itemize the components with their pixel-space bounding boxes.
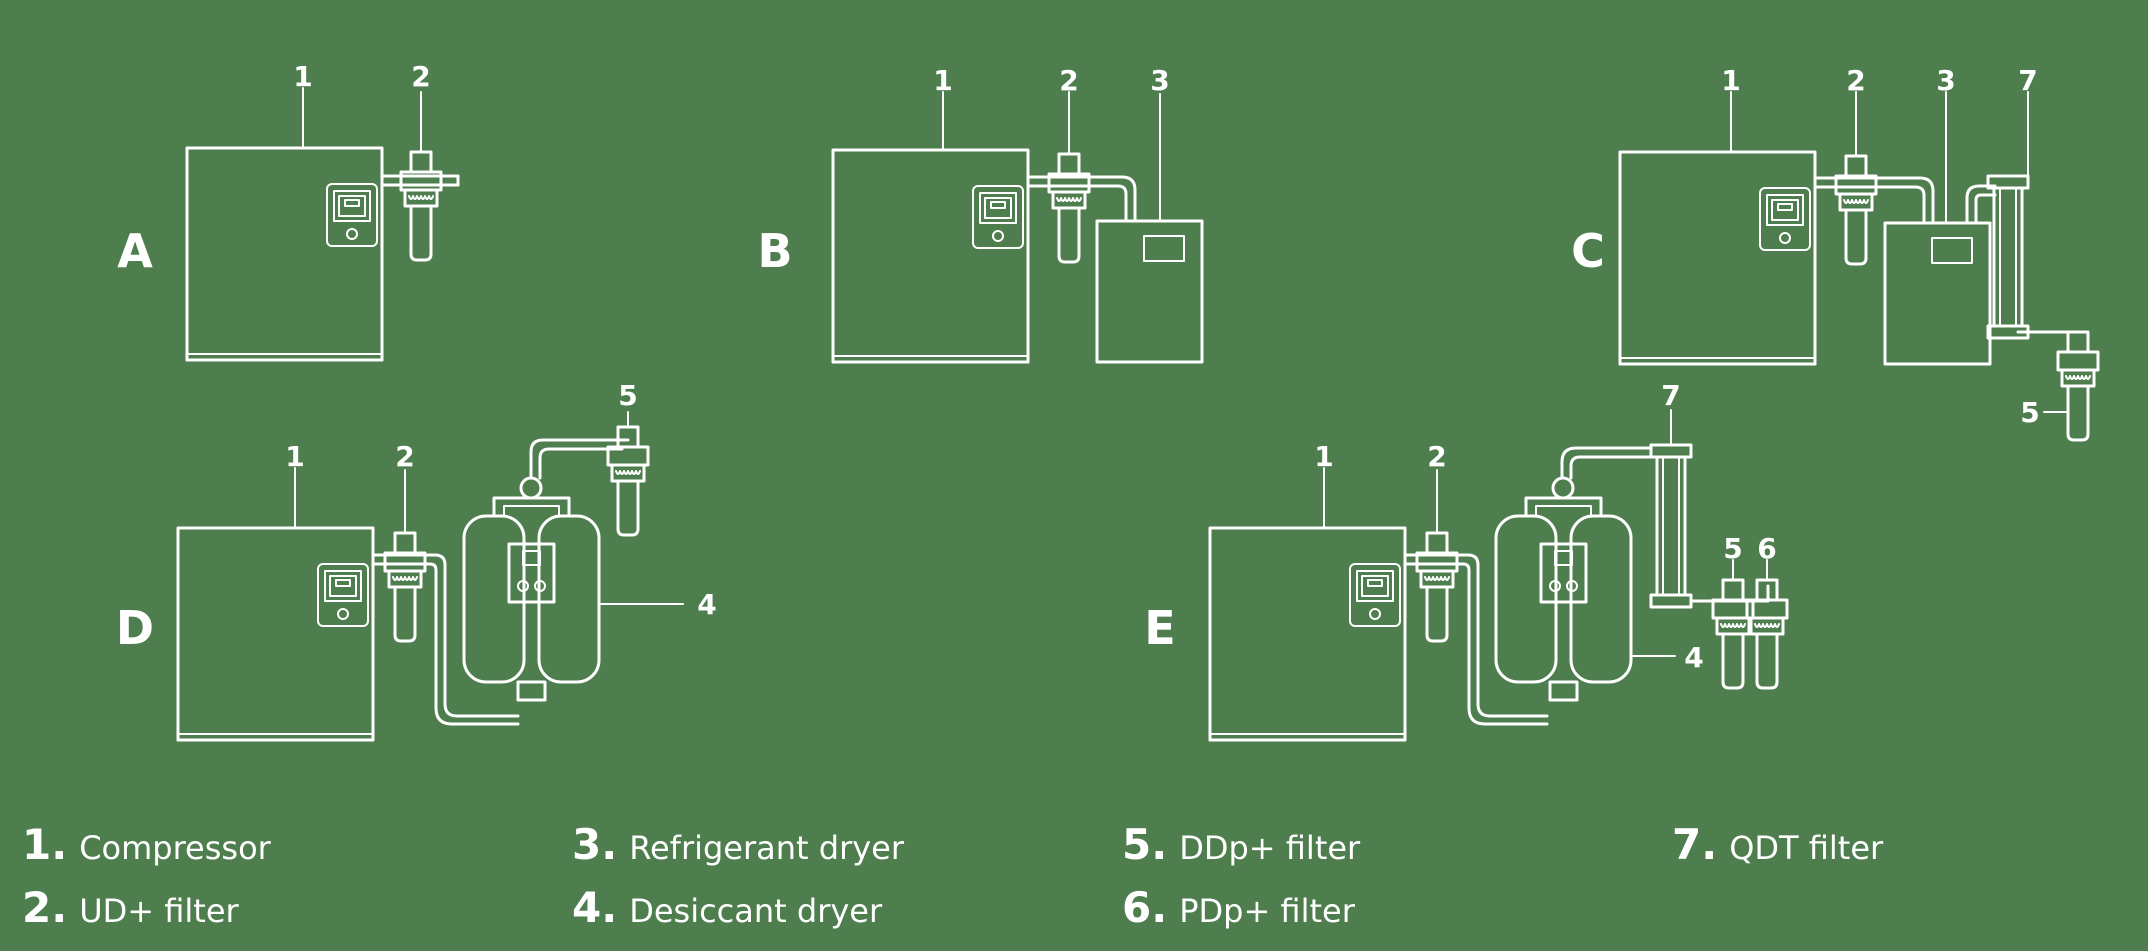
pipe	[2016, 330, 2070, 352]
callout-number: 2	[1846, 64, 1865, 97]
callout-number: 1	[1314, 440, 1333, 473]
callout-number: 6	[1757, 532, 1776, 565]
qdt-filter-unit	[1649, 443, 1693, 609]
pipe	[529, 438, 630, 480]
legend-item-compressor: 1. Compressor	[22, 820, 271, 869]
refrigerant-dryer-unit	[1883, 221, 1992, 366]
configuration-letter: D	[116, 601, 154, 655]
legend-column-4: 7. QDT filter	[1672, 820, 1883, 869]
callout-number: 4	[697, 588, 716, 621]
legend-number: 2.	[22, 883, 68, 932]
pipe	[1813, 185, 1926, 225]
callout-number: 3	[1150, 64, 1169, 97]
desiccant-dryer-unit	[1494, 476, 1633, 702]
filter-unit	[1047, 152, 1091, 264]
legend-column-2: 3. Refrigerant dryer 4. Desiccant dryer	[572, 820, 904, 932]
legend-item-pdp-filter: 6. PDp+ filter	[1122, 883, 1360, 932]
filter-unit	[606, 425, 650, 537]
callout-number: 2	[411, 60, 430, 93]
filter-unit	[1415, 531, 1459, 643]
legend-item-ddp-filter: 5. DDp+ filter	[1122, 820, 1360, 869]
pipe	[1026, 184, 1128, 223]
filter-unit	[1711, 578, 1755, 690]
pipe	[1974, 193, 1997, 225]
configuration-c: 1 2 3 7 5 C	[1571, 64, 2100, 442]
legend-label: PDp+ filter	[1179, 892, 1355, 930]
compressor-unit	[185, 146, 384, 362]
configuration-letter: B	[757, 224, 792, 278]
desiccant-dryer-unit	[462, 476, 601, 702]
pipe	[1403, 553, 1549, 718]
pipe	[1569, 455, 1653, 480]
callout-number: 1	[293, 60, 312, 93]
callout-number: 2	[395, 440, 414, 473]
legend-label: Compressor	[79, 829, 271, 867]
legend-number: 6.	[1122, 883, 1168, 932]
compressor-unit	[176, 526, 375, 742]
configuration-letter: E	[1144, 601, 1175, 655]
configuration-letter: C	[1571, 224, 1605, 278]
legend-number: 7.	[1672, 820, 1718, 869]
filter-unit	[2056, 330, 2100, 442]
compressor-unit	[1618, 150, 1817, 366]
pipe	[1026, 175, 1137, 223]
filter-unit	[1834, 154, 1878, 266]
callout-number: 1	[933, 64, 952, 97]
qdt-filter-unit	[1986, 174, 2030, 340]
legend-number: 1.	[22, 820, 68, 869]
legend-label: DDp+ filter	[1179, 829, 1361, 867]
callout-number: 2	[1427, 440, 1446, 473]
refrigerant-dryer-unit	[1095, 219, 1204, 364]
callout-number: 5	[1723, 532, 1742, 565]
legend-number: 5.	[1122, 820, 1168, 869]
legend-column-1: 1. Compressor 2. UD+ filter	[22, 820, 271, 932]
legend-label: Desiccant dryer	[629, 892, 883, 930]
pipe	[538, 447, 624, 480]
pipe	[371, 553, 520, 718]
legend-item-desiccant-dryer: 4. Desiccant dryer	[572, 883, 904, 932]
pipe	[1965, 184, 1997, 225]
filter-unit	[383, 531, 427, 643]
legend-label: Refrigerant dryer	[629, 829, 904, 867]
callout-number: 1	[1721, 64, 1740, 97]
compressor-unit	[1208, 526, 1407, 742]
configuration-letter: A	[117, 224, 153, 278]
pipe	[1813, 176, 1935, 225]
callout-number: 2	[1059, 64, 1078, 97]
callout-number: 7	[2018, 64, 2037, 97]
legend-column-3: 5. DDp+ filter 6. PDp+ filter	[1122, 820, 1360, 932]
pipe	[1560, 446, 1653, 480]
callout-number: 7	[1661, 379, 1680, 412]
callout-number: 3	[1936, 64, 1955, 97]
legend-item-qdt-filter: 7. QDT filter	[1672, 820, 1883, 869]
configuration-d: 1 2 5 4 D	[116, 379, 717, 742]
pipe	[1403, 562, 1549, 726]
filter-unit	[399, 150, 443, 262]
callout-number: 1	[285, 440, 304, 473]
legend-number: 4.	[572, 883, 618, 932]
configuration-a: 1 2 A	[117, 60, 460, 362]
compressor-unit	[831, 148, 1030, 364]
legend-number: 3.	[572, 820, 618, 869]
configuration-b: 1 2 3 B	[757, 64, 1204, 364]
configuration-e: 1 2 7 5 6 4 E	[1144, 379, 1789, 742]
legend-item-refrigerant-dryer: 3. Refrigerant dryer	[572, 820, 904, 869]
legend-label: UD+ filter	[79, 892, 239, 930]
pipe	[371, 562, 520, 726]
callout-number: 5	[2020, 396, 2039, 429]
callout-number: 5	[618, 379, 637, 412]
legend-label: QDT filter	[1729, 829, 1884, 867]
legend-item-ud-filter: 2. UD+ filter	[22, 883, 271, 932]
callout-number: 4	[1684, 641, 1703, 674]
